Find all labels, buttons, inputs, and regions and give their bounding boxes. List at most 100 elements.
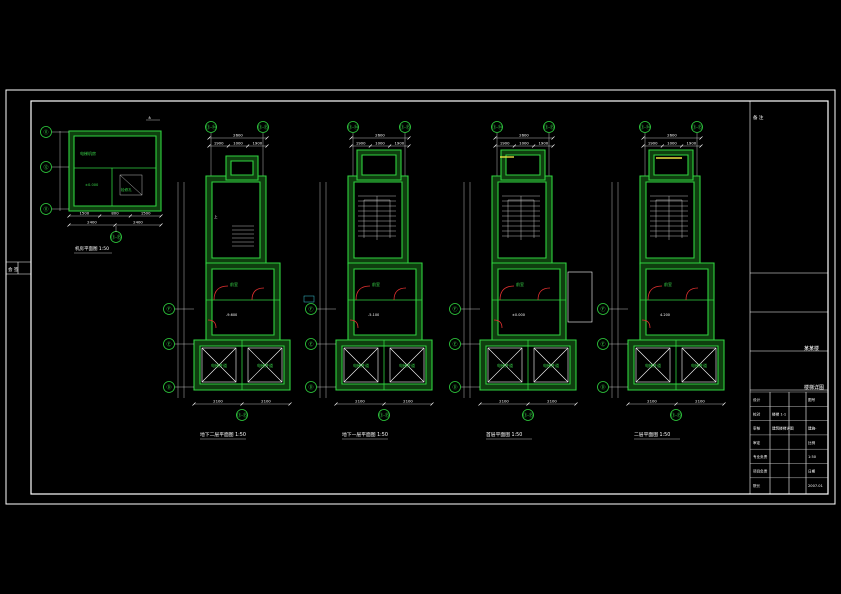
title-block-cell: 建筑楼梯详图: [772, 426, 794, 431]
axis-bubble: [449, 381, 461, 393]
wall: [335, 339, 433, 391]
door-swing: [641, 319, 651, 329]
axis-bubble: [378, 409, 390, 421]
axis-label: ⑪: [43, 129, 48, 136]
dimension-tick: [192, 402, 196, 406]
title-block-cell: 建施-: [808, 426, 817, 431]
wall: [639, 262, 715, 342]
title-block-cell: 审核: [753, 426, 761, 431]
axis-bubble: [305, 381, 317, 393]
axis-bubble: [522, 409, 534, 421]
project-name: 某某楼: [804, 345, 819, 352]
dimension-tick: [159, 214, 163, 218]
elevator-car: [247, 347, 283, 383]
plan-title: 地下二层平面图 1:50: [200, 431, 246, 438]
dimension-tick: [699, 136, 703, 140]
elevator-label: 电梯井道: [399, 362, 415, 368]
dimension-label: 1900: [500, 141, 510, 146]
elevator-label: 电梯井道: [211, 362, 227, 368]
axis-label: ⑬-⑮: [110, 234, 122, 241]
elevator-diagonal: [635, 347, 671, 383]
wall: [627, 339, 725, 391]
elevator-car: [201, 347, 237, 383]
wall: [491, 175, 553, 265]
axis-bubble: [40, 203, 52, 215]
title-block-cell: 楼梯 1-1: [772, 411, 786, 416]
cyan-mark: [303, 295, 315, 303]
level-label: -5.100: [368, 313, 379, 317]
dimension-tick: [245, 144, 250, 148]
elevator-label: 电梯井道: [645, 362, 661, 368]
dimension-tick: [349, 136, 353, 140]
title-block-cell: 比例: [808, 440, 816, 445]
remarks-label: 备 注: [753, 114, 764, 121]
axis-label: ⑬-⑭: [347, 124, 359, 131]
door-swing: [251, 287, 265, 301]
door-swing: [207, 319, 217, 329]
dimension-label: 1500: [141, 211, 151, 216]
axis-label: ⑫: [43, 164, 48, 171]
dimension-label: 1900: [356, 141, 366, 146]
elevator-car: [635, 347, 671, 383]
axis-label: Ⓔ: [600, 341, 605, 348]
dimension-tick: [382, 402, 386, 406]
dimension-tick: [368, 144, 373, 148]
dimension-tick: [641, 144, 645, 148]
axis-label: ⑬-⑮: [236, 412, 248, 419]
dimension-tick: [674, 402, 678, 406]
dimension-tick: [159, 223, 163, 227]
axis-label: Ⓕ: [308, 306, 313, 313]
dimension-label: 1900: [686, 141, 696, 146]
dimension-label: 2100: [547, 399, 557, 404]
axis-label: ⑬-⑭: [639, 124, 651, 131]
dimension-tick: [288, 402, 292, 406]
axis-label: Ⓔ: [308, 341, 313, 348]
axis-bubble: [163, 303, 175, 315]
axis-bubble: [597, 338, 609, 350]
dimension-label: 2100: [261, 399, 271, 404]
elevator-diagonal: [201, 347, 237, 383]
elevator-label: 电梯井道: [257, 362, 273, 368]
elevator-label: 电梯井道: [543, 362, 559, 368]
elevator-car: [681, 347, 717, 383]
wall: [225, 155, 259, 181]
dimension-tick: [207, 144, 211, 148]
plan-title: 二层平面图 1:50: [634, 432, 670, 438]
axis-bubble: [257, 121, 269, 133]
wall: [205, 175, 267, 265]
axis-bubble: [347, 121, 359, 133]
dimension-tick: [512, 144, 517, 148]
elevator-diagonal: [389, 347, 425, 383]
hatch-diagonal: [119, 174, 143, 196]
dimension-tick: [387, 144, 392, 148]
axis-bubble: [597, 381, 609, 393]
stair-label: 上: [214, 214, 218, 219]
stair-arrow: [363, 199, 391, 238]
dimension-label: 1900: [394, 141, 404, 146]
axis-bubble: [449, 303, 461, 315]
dimension-tick: [430, 402, 434, 406]
title-block-cell: 校对: [753, 411, 761, 416]
axis-bubble: [670, 409, 682, 421]
dimension-tick: [641, 136, 645, 140]
dimension-label: 2100: [355, 399, 365, 404]
dimension-tick: [226, 144, 231, 148]
level-label: ±0.000: [85, 183, 99, 187]
dimension-label: 1000: [375, 141, 385, 146]
dimension-tick: [531, 144, 536, 148]
elevator-car: [487, 347, 523, 383]
dimension-tick: [240, 402, 244, 406]
room-label: 电梯机房: [80, 150, 96, 156]
title-block: 备 注 某某楼 楼梯详图 设计图号校对楼梯 1-1审核建筑楼梯详图建施-审定比例…: [749, 101, 828, 494]
axis-label: Ⓕ: [600, 306, 605, 313]
dimension-tick: [722, 402, 726, 406]
dimension-label: 1000: [519, 141, 529, 146]
elevator-diagonal: [533, 347, 569, 383]
door-swing: [393, 287, 407, 301]
wall: [500, 149, 546, 181]
